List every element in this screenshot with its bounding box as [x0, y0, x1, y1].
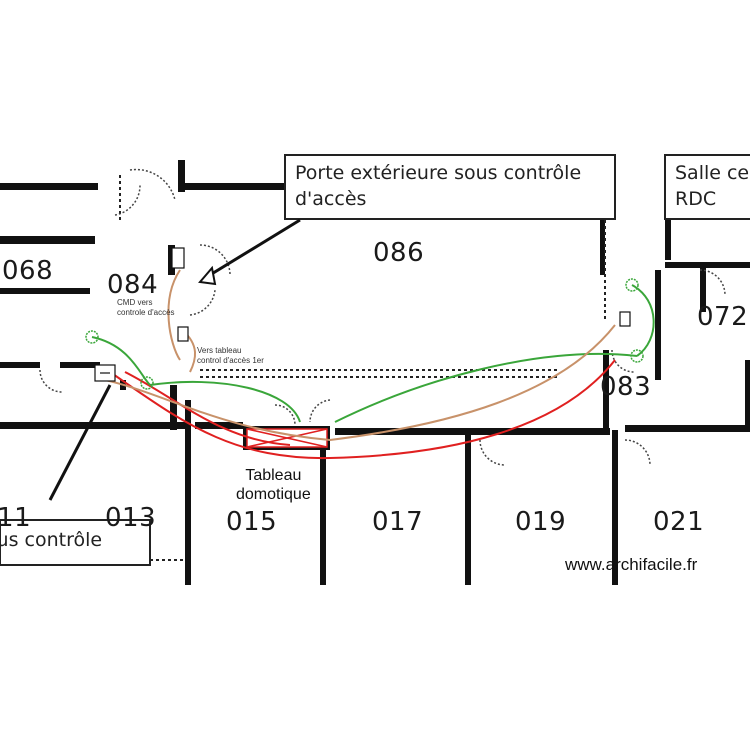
- room-017: 017: [372, 507, 424, 537]
- devices: [94, 247, 631, 382]
- green-cable-3: [334, 352, 638, 423]
- room-021: 021: [653, 507, 705, 537]
- room-072: 072: [697, 302, 749, 332]
- tableau-label-line2: domotique: [236, 486, 311, 503]
- green-cable-4: [631, 284, 655, 357]
- sensor-icon: [625, 278, 639, 292]
- green-cable: [91, 336, 151, 386]
- door-swings: [39, 168, 726, 466]
- callout-porte: Porte extérieure sous contrôle d'accès: [295, 160, 581, 212]
- leader-lines: [48, 218, 301, 501]
- callout-salle-line2: RDC: [675, 188, 717, 210]
- callout-salle: Salle ce RDC: [675, 160, 749, 212]
- room-015: 015: [226, 507, 278, 537]
- watermark: www.archifacile.fr: [565, 555, 698, 574]
- room-013: 013: [105, 503, 157, 533]
- switch-icon: [619, 311, 631, 327]
- annotation-cmd: CMD vers controle d'accès: [117, 298, 175, 318]
- sensors: [85, 278, 644, 390]
- room-011: 011: [0, 503, 32, 533]
- annotation-vers-line2: control d'accès 1er: [197, 356, 264, 365]
- sensor-icon: [630, 349, 644, 363]
- sensor-icon: [85, 330, 99, 344]
- callout-salle-line1: Salle ce: [675, 162, 750, 184]
- annotation-cmd-line1: CMD vers: [117, 298, 153, 307]
- leader-arrowhead: [198, 265, 217, 286]
- sensor-icon: [140, 376, 154, 390]
- room-083: 083: [600, 372, 652, 402]
- red-cable: [109, 359, 616, 460]
- green-cable-2: [149, 380, 301, 423]
- room-084: 084: [107, 270, 159, 300]
- cables: [91, 269, 655, 460]
- switch-icon: [171, 247, 185, 269]
- annotation-cmd-line2: controle d'accès: [117, 308, 175, 317]
- callout-porte-line1: Porte extérieure sous contrôle: [295, 162, 582, 184]
- room-019: 019: [515, 507, 567, 537]
- annotation-vers: Vers tableau control d'accès 1er: [197, 346, 264, 366]
- callout-porte-line2: d'accès: [295, 188, 367, 210]
- annotation-vers-line1: Vers tableau: [197, 346, 242, 355]
- switch-icon: [177, 326, 189, 342]
- brown-cable: [167, 269, 181, 361]
- room-068: 068: [2, 256, 54, 286]
- room-086: 086: [373, 238, 425, 268]
- callout-boxes: [0, 154, 750, 566]
- brown-cable-2: [104, 324, 616, 442]
- tableau-label: Tableau domotique: [236, 466, 311, 504]
- tableau-label-line1: Tableau: [245, 467, 302, 484]
- callout-controle: sous contrôle: [0, 529, 103, 551]
- red-cable-2: [124, 371, 291, 446]
